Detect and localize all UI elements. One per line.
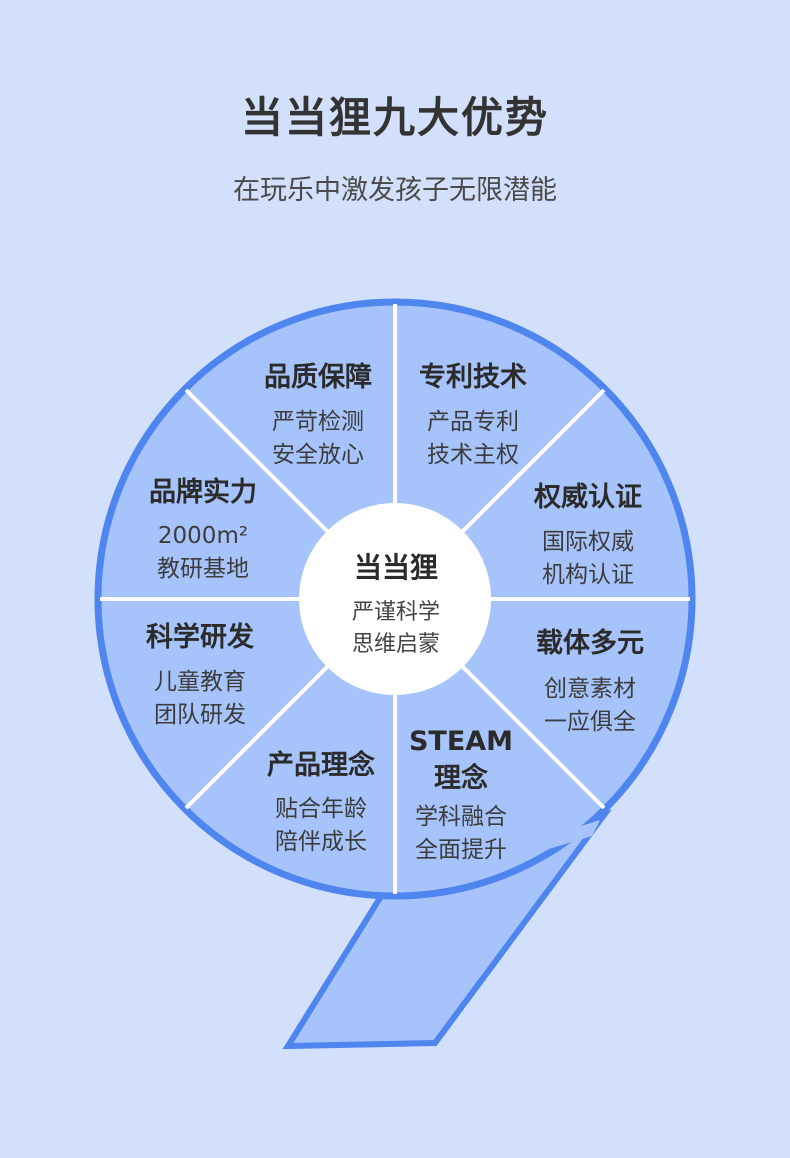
segment-line: 创意素材	[544, 676, 636, 702]
segment-line: 儿童教育	[154, 669, 246, 695]
segment-title: 权威认证	[533, 482, 642, 513]
hub-line: 思维启蒙	[352, 632, 440, 657]
segment-title: 品牌实力	[149, 476, 257, 508]
segment-line: 教研基地	[157, 556, 249, 582]
segment-steam: STEAM 理念 学科融合 全面提升	[409, 726, 513, 863]
segment-brand: 品牌实力 2000m² 教研基地	[149, 476, 257, 582]
hub-line: 严谨科学	[352, 600, 440, 625]
segment-product-philosophy: 产品理念 贴合年龄 陪伴成长	[267, 749, 375, 855]
segment-title: 品质保障	[264, 361, 372, 393]
segment-research: 科学研发 儿童教育 团队研发	[146, 621, 254, 728]
segment-line: 技术主权	[427, 442, 519, 468]
segment-title: 载体多元	[536, 628, 644, 659]
segment-line: 2000m²	[158, 523, 248, 549]
segment-title: 专利技术	[419, 362, 527, 393]
segment-line: 安全放心	[272, 442, 364, 468]
segment-line: 产品专利	[427, 409, 519, 435]
segment-line: 一应俱全	[544, 709, 636, 735]
segment-line: 国际权威	[542, 529, 634, 555]
hub-title: 当当狸	[354, 551, 438, 584]
wheel-tail-seam	[392, 820, 600, 893]
hub-circle	[299, 503, 491, 695]
segment-title: 产品理念	[267, 749, 375, 781]
segment-line: 严苛检测	[272, 409, 364, 435]
page-subtitle: 在玩乐中激发孩子无限潜能	[233, 175, 557, 206]
segment-line: 团队研发	[154, 702, 246, 728]
segment-line: 学科融合	[415, 804, 507, 830]
segment-line: 全面提升	[415, 837, 507, 863]
segment-line: 陪伴成长	[275, 829, 367, 855]
page-title: 当当狸九大优势	[240, 93, 549, 142]
segment-line: 机构认证	[542, 562, 634, 588]
segment-title: 科学研发	[146, 621, 254, 653]
segment-title: STEAM	[409, 726, 513, 757]
segment-certification: 权威认证 国际权威 机构认证	[533, 482, 642, 588]
segment-title: 理念	[434, 762, 488, 794]
segment-line: 贴合年龄	[275, 796, 367, 822]
segment-quality: 品质保障 严苛检测 安全放心	[264, 361, 372, 468]
segment-patent: 专利技术 产品专利 技术主权	[419, 362, 527, 468]
segment-carriers: 载体多元 创意素材 一应俱全	[536, 628, 644, 735]
